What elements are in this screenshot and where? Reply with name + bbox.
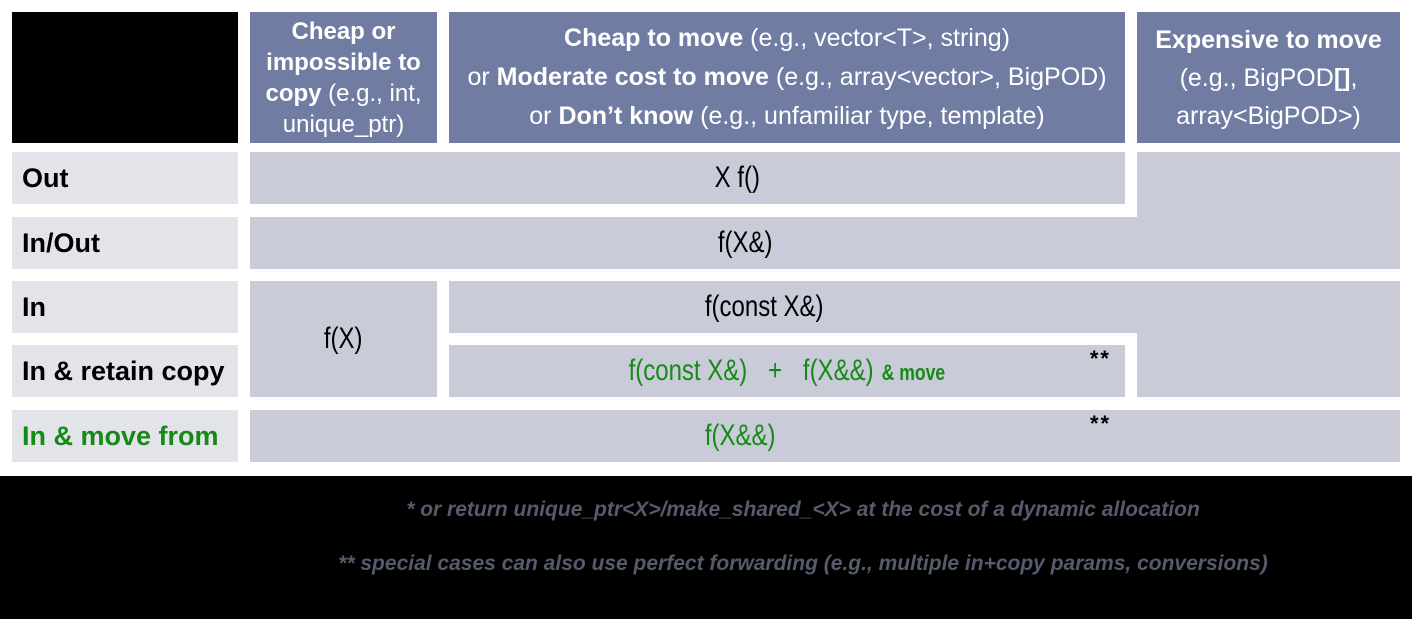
header-expensive-move-line3: array<BigPOD>) [1176, 101, 1361, 130]
header-expensive-move-line1: Expensive to move [1155, 25, 1382, 54]
row-label-in-move-from: In & move from [12, 410, 238, 462]
code-inout-ref: f(X&) [717, 226, 773, 259]
footnote-marker-retain: ** [1089, 346, 1111, 371]
header-cheap-move-line1: Cheap to move (e.g., vector<T>, string) [564, 24, 1010, 52]
header-cheap-move-line3: or Don’t know (e.g., unfamiliar type, te… [529, 102, 1045, 130]
cell-inout-ref: f(X&) [250, 217, 1400, 269]
code-move-from: f(X&&) [704, 419, 776, 452]
code-retain-copy: f(const X&)+f(X&&)& move [628, 354, 946, 387]
cell-in-by-value: f(X) [250, 281, 437, 397]
corner-box [12, 12, 238, 143]
header-cheap-copy: Cheap or impossible to copy (e.g., int, … [250, 12, 437, 143]
footnote-1: * or return unique_ptr<X>/make_shared_<X… [406, 498, 1200, 521]
row-label-inout: In/Out [12, 217, 238, 269]
header-expensive-move: Expensive to move (e.g., BigPOD[], array… [1137, 12, 1400, 143]
header-expensive-move-line2: (e.g., BigPOD[], [1179, 63, 1358, 92]
row-label-out: Out [12, 152, 238, 204]
code-retain-copy-suffix: & move [881, 360, 946, 385]
header-cheap-copy-text: Cheap or impossible to copy (e.g., int, … [256, 16, 431, 140]
footnote-marker-move: ** [1090, 411, 1112, 436]
header-cheap-copy-rest: (e.g., int, unique_ptr) [282, 79, 422, 138]
code-return-by-value: X f() [714, 161, 761, 194]
header-cheap-move: Cheap to move (e.g., vector<T>, string) … [449, 12, 1125, 143]
code-in-by-value: f(X) [324, 322, 363, 355]
cell-out-return-by-value: X f() [250, 152, 1125, 204]
footer-panel: * or return unique_ptr<X>/make_shared_<X… [0, 476, 1412, 619]
row-label-in-retain-copy: In & retain copy [12, 345, 238, 397]
row-label-in: In [12, 281, 238, 333]
cell-in-const-ref: f(const X&) [449, 281, 1400, 333]
footnote-2: ** special cases can also use perfect fo… [338, 552, 1268, 575]
cell-in-retain-copy: f(const X&)+f(X&&)& move ** [449, 345, 1125, 397]
header-cheap-copy-bold: Cheap or impossible to copy [265, 17, 421, 107]
code-in-const-ref: f(const X&) [705, 290, 824, 323]
header-cheap-move-line2: or Moderate cost to move (e.g., array<ve… [467, 63, 1107, 91]
cell-in-move-from: f(X&&) ** [250, 410, 1400, 462]
